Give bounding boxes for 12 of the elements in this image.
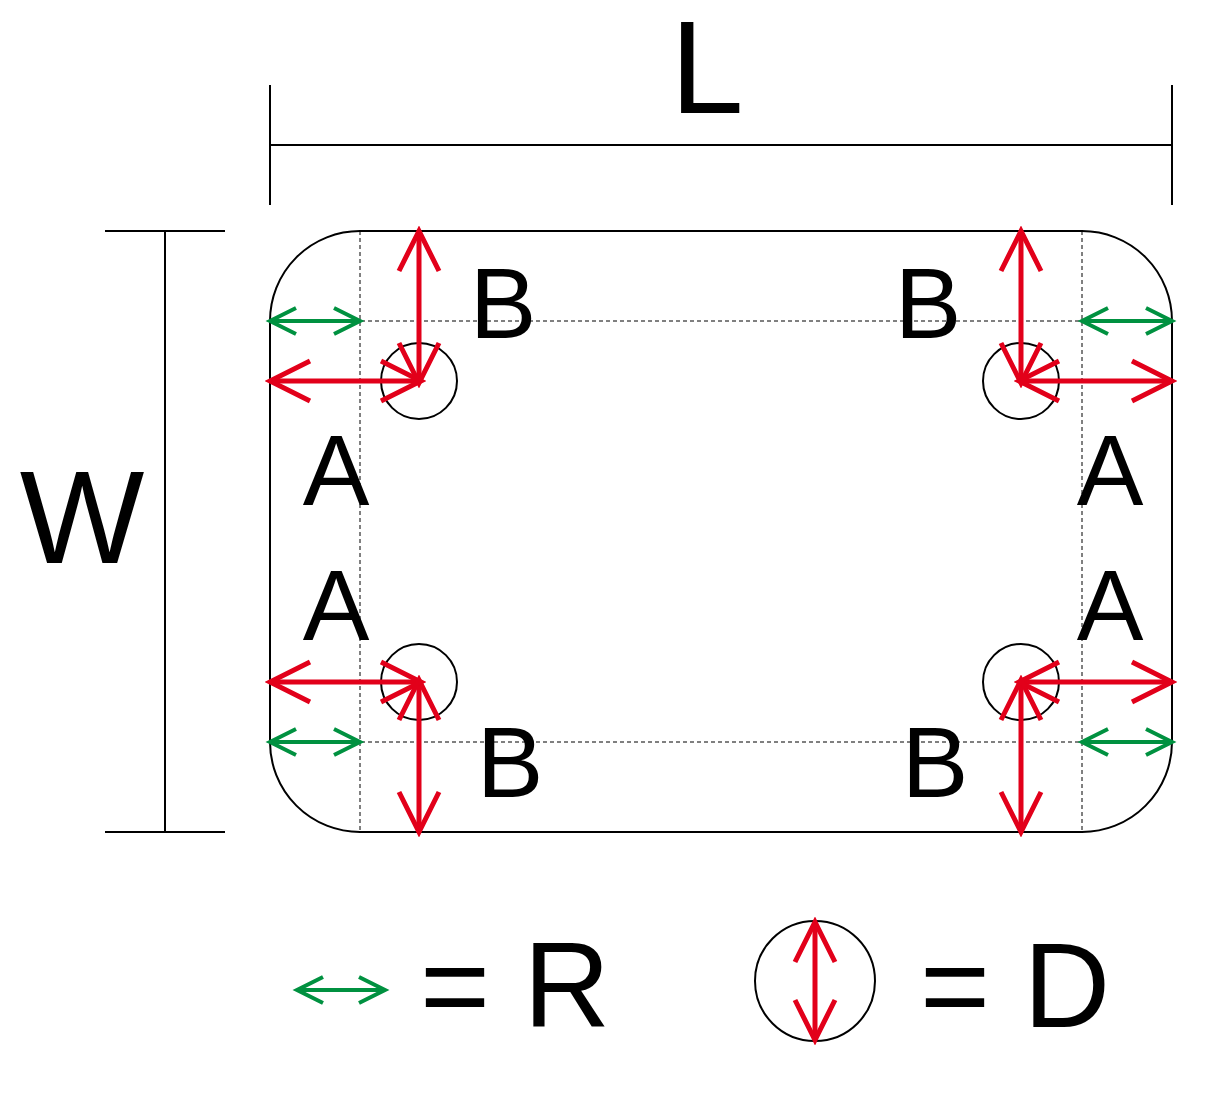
legend-text: = R	[419, 925, 611, 1045]
distance-label: A	[1076, 420, 1144, 520]
dimension-label: W	[19, 452, 145, 584]
distance-label: A	[302, 555, 370, 655]
distance-label: A	[1076, 555, 1144, 655]
distance-label: B	[469, 253, 537, 353]
distance-label: B	[901, 712, 969, 812]
dimension-label: L	[670, 2, 744, 134]
distance-label: B	[894, 253, 962, 353]
distance-label: A	[302, 420, 370, 520]
distance-label: B	[476, 712, 544, 812]
legend-text: = D	[919, 925, 1111, 1045]
